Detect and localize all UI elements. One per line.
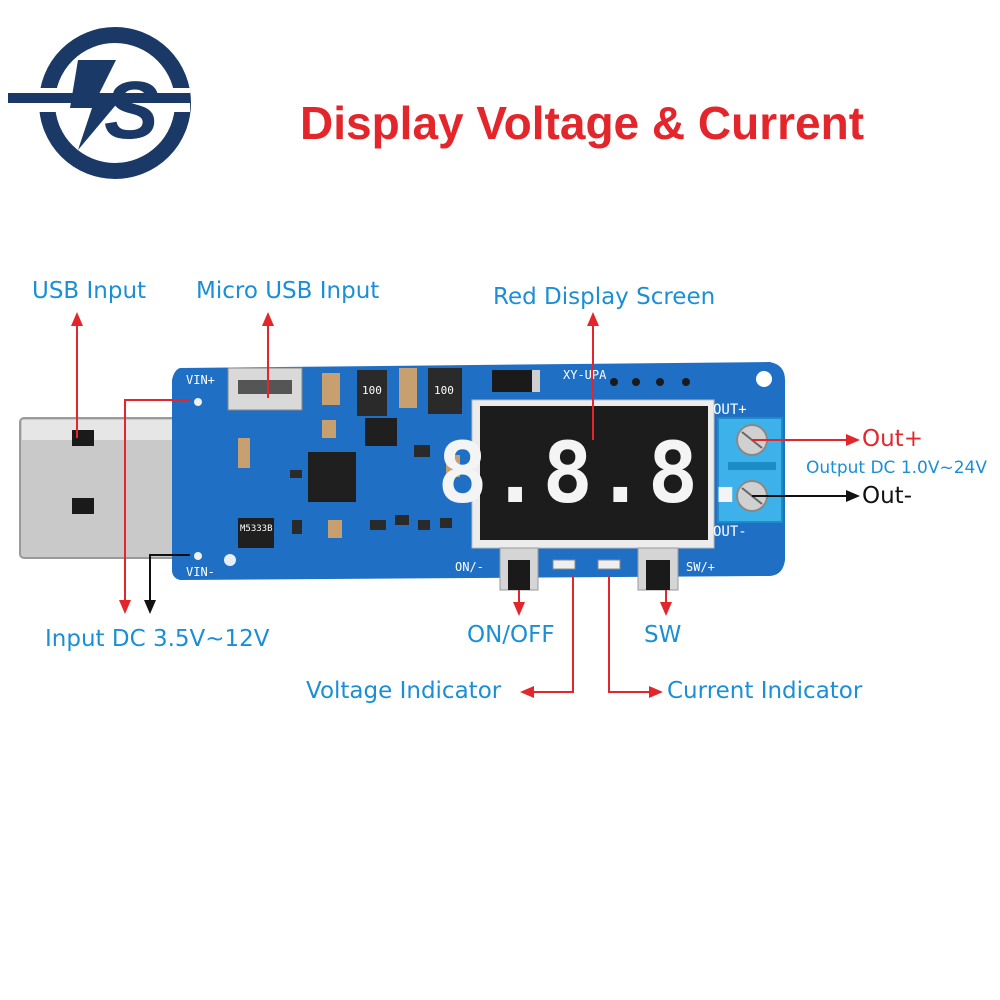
board-vin-minus: VIN- xyxy=(186,565,215,579)
inductor-2-label: 100 xyxy=(434,384,454,397)
micro-usb-input-label: Micro USB Input xyxy=(196,278,380,304)
annotation-arrows xyxy=(76,318,850,693)
board-out-minus: OUT- xyxy=(713,524,747,540)
buttons-leds xyxy=(499,547,679,591)
voltage-indicator-label: Voltage Indicator xyxy=(306,678,502,704)
board-vin-plus: VIN+ xyxy=(186,373,215,387)
board-model: XY-UPA xyxy=(563,368,607,382)
svg-text:S: S xyxy=(104,65,159,156)
sw-label: SW xyxy=(644,622,682,648)
chip-label: M5333B xyxy=(240,524,273,534)
usb-input-label: USB Input xyxy=(32,278,147,304)
red-display-screen-label: Red Display Screen xyxy=(493,284,716,310)
out-minus-label: Out- xyxy=(862,483,912,509)
page-title: Display Voltage & Current xyxy=(300,97,865,149)
out-plus-label: Out+ xyxy=(862,426,923,452)
board-on-minus: ON/- xyxy=(455,560,484,574)
annotation-arrowheads-black xyxy=(144,490,860,614)
on-off-label: ON/OFF xyxy=(467,622,555,648)
annotation-arrows-black xyxy=(149,495,850,606)
display-digits: 8.8.8. xyxy=(437,424,753,522)
terminal-block xyxy=(717,417,783,523)
board-sw-plus: SW/+ xyxy=(686,560,715,574)
annotation-arrowheads xyxy=(71,312,860,698)
output-dc-label: Output DC 1.0V~24V xyxy=(806,458,987,478)
board-out-plus: OUT+ xyxy=(713,402,747,418)
inductor-1-label: 100 xyxy=(362,384,382,397)
current-indicator-label: Current Indicator xyxy=(667,678,863,704)
brand-logo: S xyxy=(8,27,191,179)
input-dc-label: Input DC 3.5V~12V xyxy=(45,626,270,652)
